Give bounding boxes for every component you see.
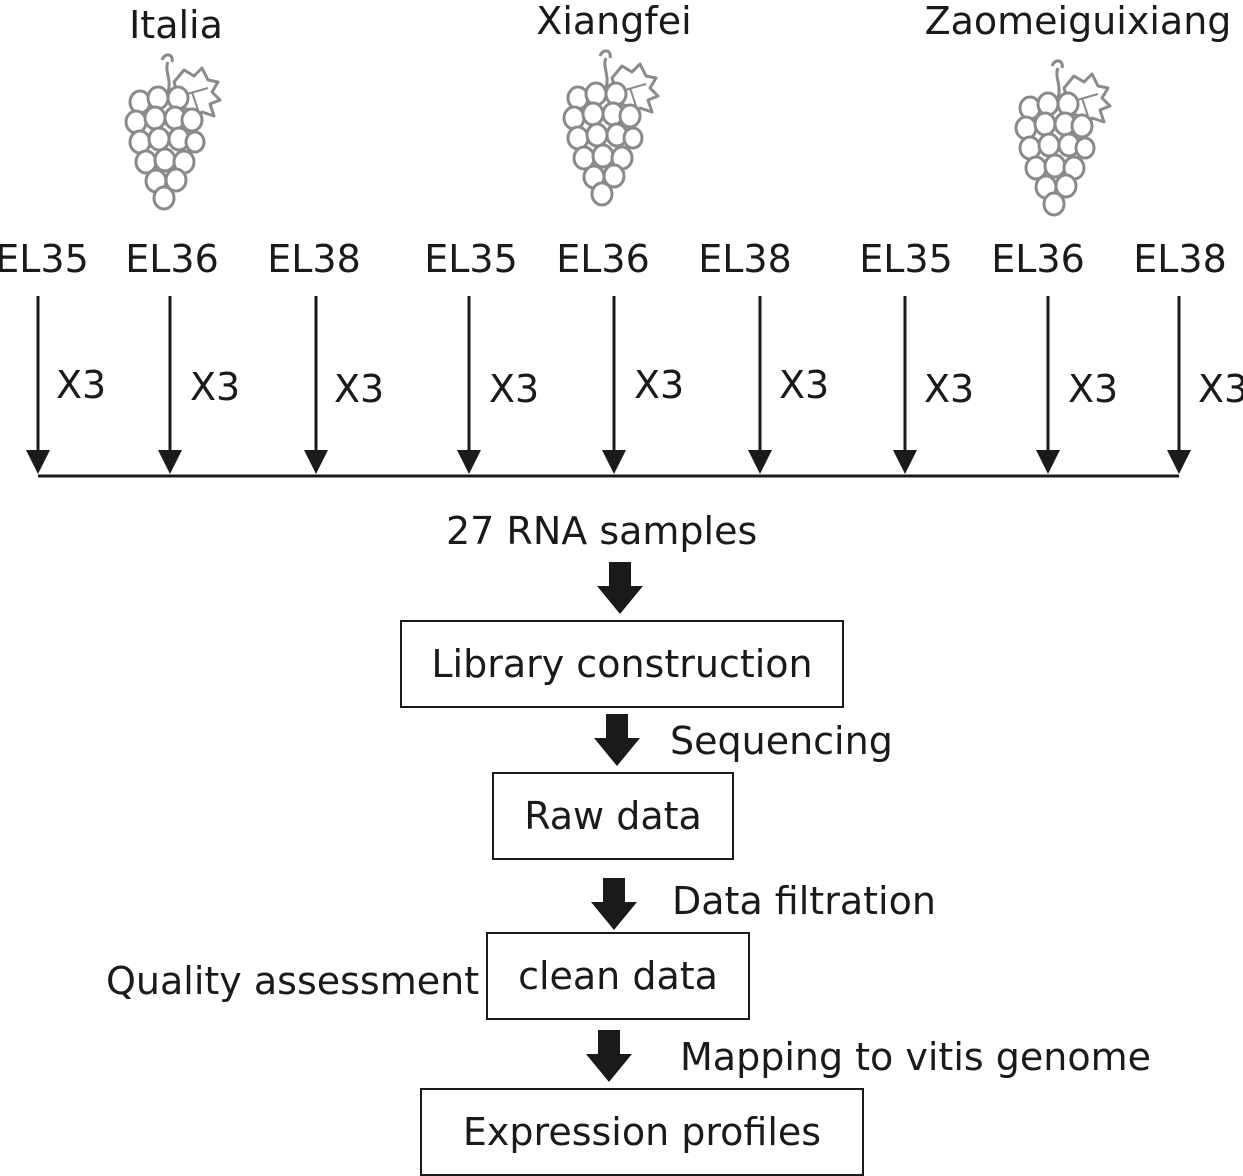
stage-label: EL38 xyxy=(1133,237,1227,281)
expression-profiles-box: Expression profiles xyxy=(420,1088,864,1176)
samples-label: 27 RNA samples xyxy=(446,509,758,553)
stage-arrow xyxy=(1167,296,1191,474)
stage-arrow xyxy=(893,296,917,474)
variety-name: Italia xyxy=(129,3,223,47)
replicate-label: X3 xyxy=(1068,367,1119,411)
stage-arrow xyxy=(26,296,50,474)
mapping-label: Mapping to vitis genome xyxy=(680,1035,1151,1079)
expression-profiles-text: Expression profiles xyxy=(462,1110,822,1154)
variety-name: Zaomeiguixiang xyxy=(924,0,1232,43)
raw-data-box: Raw data xyxy=(492,772,734,860)
replicate-label: X3 xyxy=(634,363,685,407)
replicate-label: X3 xyxy=(924,367,975,411)
stage-arrow xyxy=(304,296,328,474)
stage-arrow xyxy=(602,296,626,474)
sequencing-label: Sequencing xyxy=(670,719,893,763)
stage-arrow xyxy=(748,296,772,474)
stage-arrow xyxy=(158,296,182,474)
stage-label: EL35 xyxy=(859,237,953,281)
replicate-label: X3 xyxy=(779,363,830,407)
stage-label: EL35 xyxy=(424,237,518,281)
stage-label: EL35 xyxy=(0,237,89,281)
library-construction-text: Library construction xyxy=(431,642,813,686)
stage-arrow xyxy=(1036,296,1060,474)
block-arrow xyxy=(594,714,640,766)
block-arrow xyxy=(597,562,643,614)
replicate-label: X3 xyxy=(489,367,540,411)
library-construction-box: Library construction xyxy=(400,620,844,708)
clean-data-box: clean data xyxy=(486,932,750,1020)
grape-icon xyxy=(124,53,222,211)
replicate-label: X3 xyxy=(56,363,107,407)
stage-arrow xyxy=(457,296,481,474)
stage-label: EL38 xyxy=(267,237,361,281)
clean-data-text: clean data xyxy=(518,954,718,998)
replicate-label: X3 xyxy=(334,367,385,411)
replicate-label: X3 xyxy=(1198,367,1243,411)
quality-assessment-label: Quality assessment xyxy=(106,959,480,1003)
block-arrow xyxy=(586,1030,632,1082)
grape-icon xyxy=(562,49,660,207)
stage-label: EL38 xyxy=(698,237,792,281)
stage-label: EL36 xyxy=(991,237,1085,281)
stage-label: EL36 xyxy=(125,237,219,281)
variety-name: Xiangfei xyxy=(536,0,692,43)
block-arrow xyxy=(591,878,637,930)
data-filtration-label: Data filtration xyxy=(672,879,936,923)
raw-data-text: Raw data xyxy=(524,794,702,838)
replicate-label: X3 xyxy=(190,365,241,409)
grape-icon xyxy=(1014,59,1112,217)
stage-label: EL36 xyxy=(556,237,650,281)
